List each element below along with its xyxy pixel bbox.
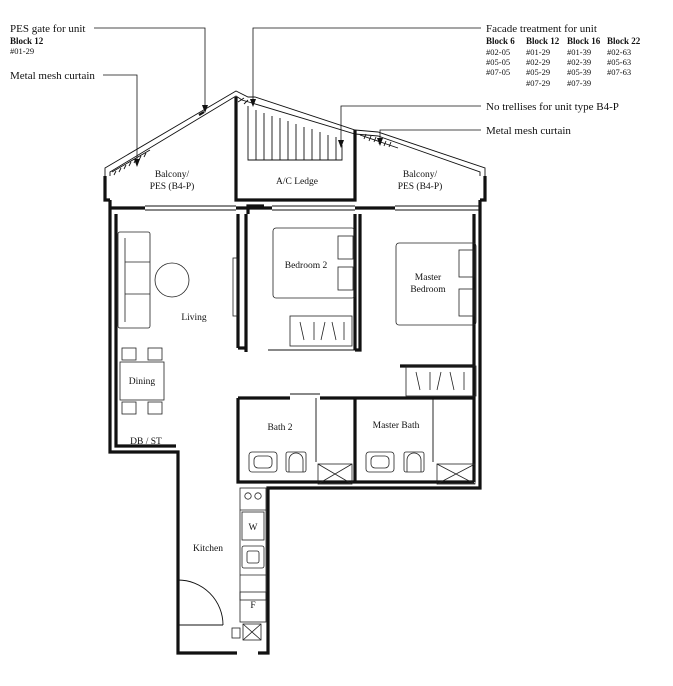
facade-unit: #07-29 bbox=[526, 78, 550, 88]
metal-mesh-left-label: Metal mesh curtain bbox=[10, 70, 95, 82]
roof-outline bbox=[104, 90, 486, 176]
fridge-label: F bbox=[250, 601, 255, 611]
facade-unit: #02-63 bbox=[607, 47, 631, 57]
facade-unit: #05-05 bbox=[486, 57, 510, 67]
balcony-left-label: PES (B4-P) bbox=[150, 181, 195, 192]
facade-unit: #07-63 bbox=[607, 67, 631, 77]
master-bath-label: Master Bath bbox=[373, 421, 420, 431]
dining-label: Dining bbox=[129, 377, 156, 387]
facade-unit: #05-39 bbox=[567, 67, 591, 77]
furniture bbox=[117, 227, 477, 641]
facade-unit: #01-39 bbox=[567, 47, 591, 57]
facade-unit: #02-05 bbox=[486, 47, 510, 57]
pes-gate-block: Block 12 bbox=[10, 36, 44, 46]
room-labels: Balcony/ PES (B4-P) A/C Ledge Balcony/ P… bbox=[129, 170, 446, 611]
ac-ledge-label: A/C Ledge bbox=[276, 177, 318, 187]
db-st-label: DB / ST bbox=[130, 437, 162, 447]
balcony-right-label: Balcony/ bbox=[403, 170, 438, 180]
facade-unit: #02-29 bbox=[526, 57, 550, 67]
bedroom2-label: Bedroom 2 bbox=[285, 261, 328, 271]
walls bbox=[103, 176, 487, 655]
living-label: Living bbox=[181, 313, 207, 323]
ac-ledge bbox=[234, 97, 357, 202]
pes-gate-label: PES gate for unit bbox=[10, 23, 85, 35]
facade-block-header: Block 12 bbox=[526, 36, 560, 46]
facade-table: Block 6 #02-05 #05-05 #07-05 Block 12 #0… bbox=[486, 36, 641, 88]
facade-unit: #02-39 bbox=[567, 57, 591, 67]
facade-unit: #01-29 bbox=[526, 47, 550, 57]
facade-unit: #05-29 bbox=[526, 67, 550, 77]
washer-label: W bbox=[249, 523, 258, 533]
facade-block-header: Block 22 bbox=[607, 36, 641, 46]
no-trellises-label: No trellises for unit type B4-P bbox=[486, 101, 619, 113]
kitchen-label: Kitchen bbox=[193, 544, 223, 554]
balcony-left-label: Balcony/ bbox=[155, 170, 190, 180]
facade-unit: #05-63 bbox=[607, 57, 631, 67]
facade-label: Facade treatment for unit bbox=[486, 23, 597, 35]
facade-block-header: Block 16 bbox=[567, 36, 601, 46]
master-bedroom-label: Bedroom bbox=[410, 285, 446, 295]
metal-mesh-right-label: Metal mesh curtain bbox=[486, 125, 571, 137]
bath2-label: Bath 2 bbox=[267, 423, 292, 433]
balcony-right-label: PES (B4-P) bbox=[398, 181, 443, 192]
master-bedroom-label: Master bbox=[415, 273, 442, 283]
facade-unit: #07-39 bbox=[567, 78, 591, 88]
pes-gate-unit: #01-29 bbox=[10, 46, 34, 56]
facade-unit: #07-05 bbox=[486, 67, 510, 77]
facade-block-header: Block 6 bbox=[486, 36, 515, 46]
